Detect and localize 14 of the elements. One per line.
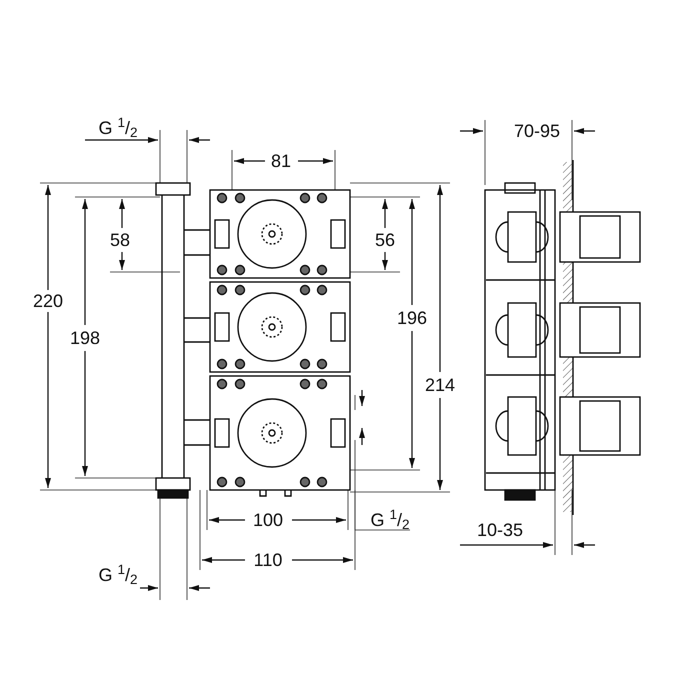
dimension-label: 70-95 <box>512 122 562 140</box>
dimension-label: 196 <box>396 309 428 327</box>
dimension-label: 198 <box>68 329 102 347</box>
dimension-label: 220 <box>32 292 64 310</box>
dimension-label: G $^{1}$/$_{2}$ <box>97 119 139 137</box>
dimension-label: G $^{1}$/$_{2}$ <box>369 511 411 529</box>
dimension-label: 58 <box>108 231 132 249</box>
dimension-label: G $^{1}$/$_{2}$ <box>97 566 139 584</box>
dimension-label: 100 <box>252 511 284 529</box>
dimension-label: 81 <box>270 152 292 170</box>
dimension-label: 110 <box>252 551 284 569</box>
dimension-label: 56 <box>374 231 396 249</box>
dimension-label: 214 <box>424 376 456 394</box>
dimension-label: 10-35 <box>476 521 524 539</box>
